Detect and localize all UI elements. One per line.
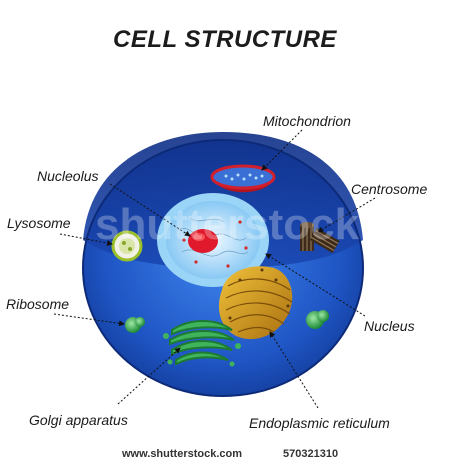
label-nucleolus: Nucleolus <box>37 168 99 184</box>
leader-golgi <box>117 347 181 405</box>
label-mitochondrion: Mitochondrion <box>263 113 351 129</box>
ribosome-organelle <box>306 310 329 329</box>
footer-image-id: 570321310 <box>283 448 339 460</box>
leader-nucleus <box>265 253 366 317</box>
label-centrosome: Centrosome <box>351 181 428 197</box>
nucleolus-organelle <box>188 229 218 253</box>
leader-er <box>269 331 319 409</box>
label-endoplasmic-reticulum: Endoplasmic reticulum <box>249 415 390 431</box>
leader-centrosome <box>317 197 376 233</box>
ribosome-organelle <box>125 317 145 333</box>
centrosome-organelle <box>300 222 340 253</box>
mitochondrion-organelle <box>210 164 276 193</box>
diagram-title: CELL STRUCTURE <box>113 26 337 53</box>
footer-site: www.shutterstock.com <box>122 448 243 460</box>
leader-mitochondrion <box>261 129 303 171</box>
golgi-organelle <box>163 320 241 367</box>
label-ribosome: Ribosome <box>6 296 70 312</box>
label-lysosome: Lysosome <box>7 215 71 231</box>
endoplasmic-reticulum-organelle <box>218 266 293 340</box>
label-golgi-apparatus: Golgi apparatus <box>29 412 128 428</box>
label-nucleus: Nucleus <box>364 318 415 334</box>
lysosome-organelle <box>111 230 143 262</box>
leader-lysosome <box>59 233 113 247</box>
